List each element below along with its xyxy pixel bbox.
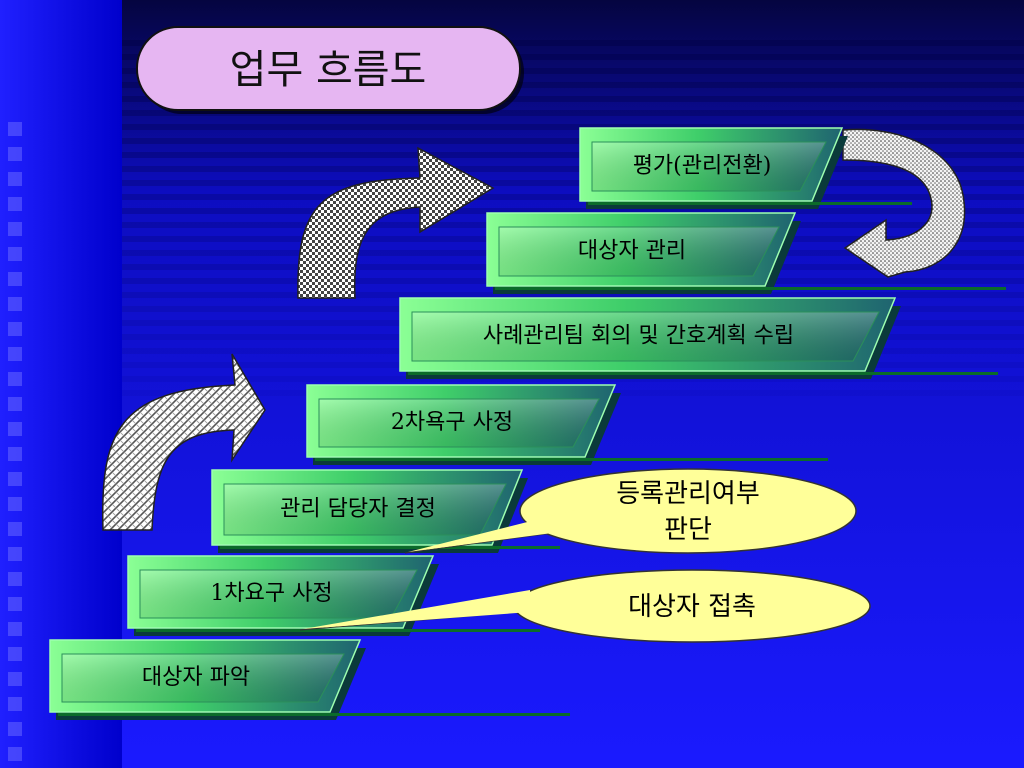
bg-stripe <box>122 152 1024 158</box>
bg-stripe <box>122 194 1024 200</box>
bg-square <box>8 672 22 686</box>
step-label: 1차요구 사정 <box>210 581 332 606</box>
step-underline <box>315 458 828 461</box>
workflow-step: 대상자 파악 <box>49 639 570 720</box>
bg-stripe <box>122 110 1024 116</box>
bg-stripe <box>122 68 1024 74</box>
bg-square <box>8 472 22 486</box>
loop-arrow-icon <box>842 128 966 278</box>
workflow-step: 2차욕구 사정 <box>306 384 828 465</box>
bg-stripe <box>122 208 1024 214</box>
workflow-step: 관리 담당자 결정 <box>211 469 560 553</box>
curved-arrow-upper-icon <box>297 146 495 299</box>
bg-square <box>8 297 22 311</box>
bg-stripe <box>122 82 1024 88</box>
bg-stripe <box>122 138 1024 144</box>
workflow-step: 1차요구 사정 <box>127 555 540 636</box>
curved-arrow-lower-icon <box>101 353 266 531</box>
step-label: 대상자 파악 <box>142 665 250 690</box>
bg-square <box>8 447 22 461</box>
bg-square <box>8 547 22 561</box>
step-label: 대상자 관리 <box>578 239 686 264</box>
bg-square <box>8 247 22 261</box>
bg-square <box>8 572 22 586</box>
bg-stripe <box>122 54 1024 60</box>
bg-square <box>8 372 22 386</box>
bg-square <box>8 222 22 236</box>
bg-square <box>8 697 22 711</box>
step-label: 2차욕구 사정 <box>391 410 513 435</box>
title-box: 업무 흐름도 <box>136 26 524 114</box>
step-underline <box>408 372 998 375</box>
callout-contact-text: 대상자 접촉 <box>628 592 756 622</box>
callout-contact: 대상자 접촉 <box>299 569 871 643</box>
step-bevel <box>591 141 827 192</box>
bg-stripe <box>122 96 1024 102</box>
bg-stripe <box>122 166 1024 172</box>
step-underline <box>495 287 1006 290</box>
step-label: 관리 담당자 결정 <box>280 497 436 522</box>
bg-square <box>8 347 22 361</box>
workflow-step: 대상자 관리 <box>486 212 1006 294</box>
bg-square <box>8 597 22 611</box>
step-bevel <box>411 311 880 362</box>
bg-square <box>8 272 22 286</box>
step-bevel <box>61 653 345 703</box>
bg-square <box>8 147 22 161</box>
callout-register-decision-line2: 판단 <box>664 515 712 545</box>
workflow-step: 사례관리팀 회의 및 간호계획 수립 <box>399 297 998 379</box>
callout-register-decision-line1: 등록관리여부 <box>616 479 760 509</box>
workflow-step: 평가(관리전환) <box>579 127 912 209</box>
step-underline <box>588 202 912 205</box>
bg-square <box>8 397 22 411</box>
bg-square <box>8 522 22 536</box>
bg-square <box>8 747 22 761</box>
step-bevel <box>498 226 780 277</box>
step-underline <box>136 629 540 632</box>
bg-square <box>8 722 22 736</box>
bg-square <box>8 622 22 636</box>
bg-square <box>8 647 22 661</box>
step-label: 사례관리팀 회의 및 간호계획 수립 <box>483 324 794 349</box>
callout-register-decision: 등록관리여부 판단 <box>404 468 857 554</box>
bg-stripe <box>122 292 1024 298</box>
step-label: 평가(관리전환) <box>633 154 772 179</box>
bg-square <box>8 172 22 186</box>
bg-square <box>8 122 22 136</box>
page-title: 업무 흐름도 <box>230 47 427 93</box>
bg-stripe <box>122 124 1024 130</box>
step-underline <box>58 713 570 716</box>
bg-square <box>8 322 22 336</box>
step-bevel <box>318 398 600 448</box>
bg-square <box>8 197 22 211</box>
bg-square <box>8 497 22 511</box>
step-underline <box>220 546 560 549</box>
bg-square <box>8 422 22 436</box>
bg-stripe <box>122 180 1024 186</box>
bg-stripe <box>122 40 1024 46</box>
